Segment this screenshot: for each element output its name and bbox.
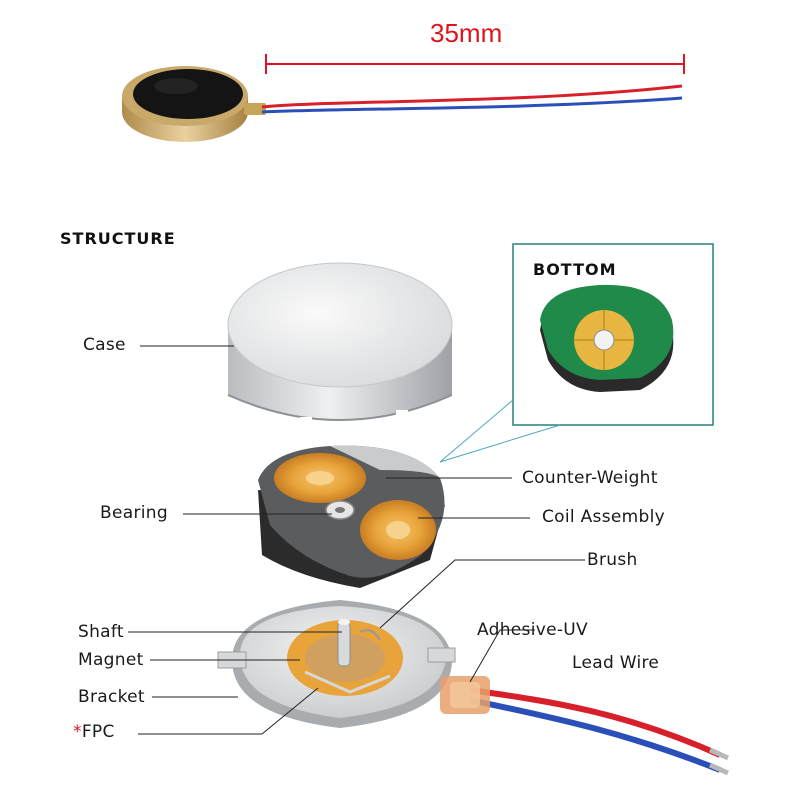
lead-wire-label: Lead Wire (572, 653, 660, 673)
fpc-marker: * (73, 722, 82, 742)
counter-weight-label: Counter-Weight (522, 468, 658, 488)
dimension-label: 35mm (430, 18, 503, 48)
dimension-line (265, 54, 685, 74)
lead-wires (440, 676, 730, 776)
brush-label: Brush (587, 550, 638, 570)
bracket-part (217, 600, 456, 728)
fpc-label: *FPC (73, 722, 115, 742)
adhesive-uv-label: Adhesive-UV (477, 620, 588, 640)
bracket-label: Bracket (78, 687, 145, 707)
bearing-label: Bearing (100, 503, 168, 523)
coil-assembly-label: Coil Assembly (542, 507, 665, 527)
case-part (227, 262, 453, 429)
shaft-label: Shaft (78, 622, 124, 642)
red-wire-photo (261, 84, 683, 109)
case-label: Case (83, 335, 126, 355)
bottom-heading: BOTTOM (533, 260, 617, 279)
blue-wire-photo (261, 96, 683, 114)
leader-lines (128, 345, 585, 735)
fpc-text: FPC (81, 722, 115, 742)
rotor-part (258, 445, 445, 588)
bottom-inset (439, 243, 714, 463)
motor-photo (122, 66, 683, 142)
magnet-label: Magnet (78, 650, 144, 670)
structure-heading: STRUCTURE (60, 229, 176, 248)
